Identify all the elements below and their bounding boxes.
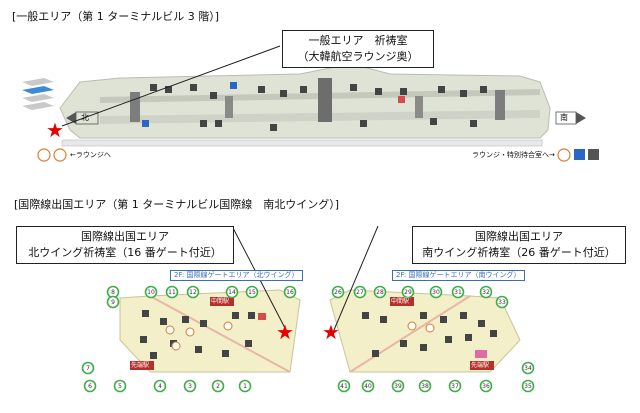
- north-gate-9-marker: [106, 295, 120, 309]
- north-direction-label: 北: [81, 113, 89, 122]
- north-gate-11-label: 11: [168, 289, 176, 296]
- south-central-station-label: 中間駅: [391, 298, 410, 305]
- general-area-title: [一般エリア（第 1 ターミナルビル 3 階）]: [12, 10, 220, 23]
- south-gate-36-marker: [479, 379, 493, 393]
- north-gate-8-label: 8: [111, 289, 115, 296]
- north-gate-16-marker: [283, 285, 297, 299]
- north-gate-1-label: 1: [243, 383, 247, 390]
- south-wing-banner: 2F: 国際線ゲートエリア（南ウイング）: [392, 270, 525, 281]
- south-gate-39-marker: [391, 379, 405, 393]
- south-gate-38-marker: [418, 379, 432, 393]
- north-central-station-marker: [210, 297, 234, 306]
- lounge-direction-icons-left: [37, 148, 67, 162]
- south-callout-line2: 南ウイング祈祷室（26 番ゲート付近）: [422, 246, 616, 259]
- north-gate-15-marker: [245, 285, 259, 299]
- general-callout-line2: （大韓航空ラウンジ奥）: [297, 50, 419, 63]
- north-gate-3-label: 3: [188, 383, 192, 390]
- north-gate-16-label: 16: [286, 289, 294, 296]
- south-gate-34-label: 34: [524, 365, 532, 372]
- north-gate-2-label: 2: [216, 383, 220, 390]
- north-end-station-marker: [130, 361, 154, 370]
- south-gate-40-label: 40: [364, 383, 372, 390]
- north-gate-4-marker: [153, 379, 167, 393]
- south-gate-41-marker: [337, 379, 351, 393]
- south-prayer-room-star-icon: ★: [322, 320, 340, 344]
- north-gate-14-label: 14: [228, 289, 236, 296]
- south-end-station-label: 先端駅: [471, 362, 490, 369]
- south-gate-41-label: 41: [340, 383, 348, 390]
- south-wing-map: [329, 225, 521, 373]
- south-gate-35-label: 35: [524, 383, 532, 390]
- south-gate-36-label: 36: [482, 383, 490, 390]
- general-callout-line1: 一般エリア 祈祷室: [308, 34, 408, 47]
- south-gate-37-label: 37: [451, 383, 459, 390]
- south-gate-30-marker: [429, 285, 443, 299]
- north-callout-line2: 北ウイング祈祷室（16 番ゲート付近）: [28, 246, 222, 259]
- north-gate-10-marker: [144, 285, 158, 299]
- south-gate-32-label: 32: [482, 289, 490, 296]
- south-gate-26-marker: [331, 285, 345, 299]
- lounge-right-label: ラウンジ・特別待合室へ→: [472, 151, 555, 159]
- south-gate-33-marker: [495, 295, 509, 309]
- south-gate-28-label: 28: [376, 289, 384, 296]
- south-gate-32-marker: [479, 285, 493, 299]
- international-area-title: [国際線出国エリア（第 1 ターミナルビル国際線 南北ウイング）]: [14, 198, 340, 211]
- north-central-station-label: 中間駅: [211, 298, 230, 305]
- lounge-direction-icons-right: [557, 148, 599, 162]
- south-gate-27-label: 27: [356, 289, 364, 296]
- south-gate-37-marker: [448, 379, 462, 393]
- north-gate-6-label: 6: [88, 383, 92, 390]
- south-callout-pointer: [333, 225, 379, 331]
- south-end-station-marker: [470, 361, 494, 370]
- south-gate-35-marker: [521, 379, 535, 393]
- north-gate-7-marker: [81, 361, 95, 375]
- south-callout-line1: 国際線出国エリア: [475, 230, 563, 243]
- south-gate-31-label: 31: [454, 289, 462, 296]
- north-gate-3-marker: [183, 379, 197, 393]
- south-prayer-room-callout: 国際線出国エリア 南ウイング祈祷室（26 番ゲート付近）: [412, 226, 626, 264]
- general-prayer-room-star-icon: ★: [46, 118, 64, 142]
- lounge-left-label: ←ラウンジへ: [70, 151, 111, 159]
- north-gate-12-marker: [186, 285, 200, 299]
- south-gate-34-marker: [521, 361, 535, 375]
- south-gate-33-label: 33: [498, 299, 506, 306]
- floor-level-icon: [22, 78, 54, 110]
- north-gate-5-label: 5: [118, 383, 122, 390]
- south-gate-30-label: 30: [432, 289, 440, 296]
- south-gate-39-label: 39: [394, 383, 402, 390]
- north-callout-line1: 国際線出国エリア: [81, 230, 169, 243]
- north-end-station-label: 先端駅: [131, 362, 150, 369]
- south-gate-40-marker: [361, 379, 375, 393]
- south-gate-26-label: 26: [334, 289, 342, 296]
- south-gate-38-label: 38: [421, 383, 429, 390]
- north-gate-2-marker: [211, 379, 225, 393]
- south-gate-29-marker: [401, 285, 415, 299]
- south-direction-label: 南: [560, 113, 568, 122]
- north-gate-14-marker: [225, 285, 239, 299]
- general-prayer-room-callout: 一般エリア 祈祷室 （大韓航空ラウンジ奥）: [282, 30, 434, 68]
- north-gate-9-label: 9: [111, 299, 115, 306]
- north-prayer-room-callout: 国際線出国エリア 北ウイング祈祷室（16 番ゲート付近）: [16, 226, 234, 264]
- north-gate-10-label: 10: [147, 289, 155, 296]
- north-gate-6-marker: [83, 379, 97, 393]
- north-wing-banner: 2F: 国際線ゲートエリア（北ウイング）: [170, 270, 303, 281]
- north-gate-15-label: 15: [248, 289, 256, 296]
- south-arrow-icon: [555, 111, 586, 125]
- north-gate-1-marker: [238, 379, 252, 393]
- north-gate-4-label: 4: [158, 383, 162, 390]
- general-callout-pointer: [61, 45, 281, 127]
- north-arrow-icon: [66, 111, 99, 125]
- north-gate-5-marker: [113, 379, 127, 393]
- north-gate-11-marker: [165, 285, 179, 299]
- general-area-map: [22, 45, 599, 162]
- north-gate-12-label: 12: [189, 289, 197, 296]
- south-central-station-marker: [390, 297, 414, 306]
- south-gate-31-marker: [451, 285, 465, 299]
- north-gate-7-label: 7: [86, 365, 90, 372]
- south-gate-27-marker: [353, 285, 367, 299]
- south-gate-29-label: 29: [404, 289, 412, 296]
- north-prayer-room-star-icon: ★: [276, 320, 294, 344]
- south-gate-28-marker: [373, 285, 387, 299]
